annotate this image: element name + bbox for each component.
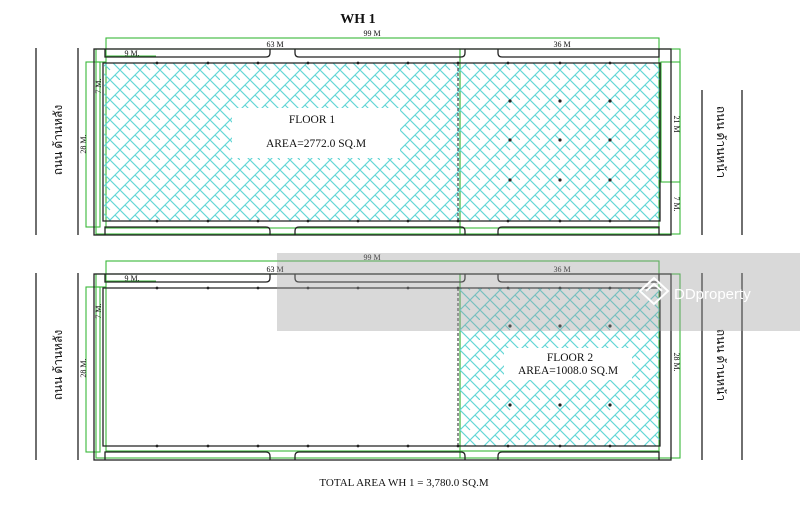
floor-1-plan: FLOOR 1 AREA=2772.0 SQ.M 99 M 63 M 36 M …	[79, 29, 681, 236]
floor-2-plan: FLOOR 2 AREA=1008.0 SQ.M 99 M 63 M 36 M …	[79, 253, 681, 461]
road-label-front-2: ถนน ด้านหน้า	[714, 329, 728, 401]
dim-right-depth-1: 21 M	[672, 115, 681, 132]
dim-left-width-1: 63 M	[266, 40, 283, 49]
dim-corner-1: 7 M.	[94, 78, 103, 93]
dim-depth-2: 28 M.	[79, 358, 88, 377]
dim-left-width-2: 63 M	[266, 265, 283, 274]
dim-total-width-2: 99 M	[363, 253, 380, 262]
floor-1-label-box	[232, 108, 400, 158]
plan-title: WH 1	[340, 12, 375, 27]
road-label-back-2: ถนน ด้านหลัง	[51, 330, 65, 401]
dim-right-corner-1: 7 M.	[672, 196, 681, 211]
floor-1-area-text: AREA=2772.0 SQ.M	[266, 138, 366, 150]
dim-bay-1: 9 M.	[124, 49, 139, 58]
walls-floor-1	[93, 48, 672, 236]
total-area: TOTAL AREA WH 1 = 3,780.0 SQ.M	[319, 477, 488, 489]
road-lines	[35, 48, 743, 460]
dim-bay-2: 9 M.	[124, 274, 139, 283]
dim-total-width-1: 99 M	[363, 29, 380, 38]
floor-2-area-text: AREA=1008.0 SQ.M	[518, 365, 618, 377]
floor-1-name: FLOOR 1	[289, 114, 336, 126]
ddproperty-logo-icon	[638, 276, 670, 306]
dim-right-depth-2: 28 M.	[672, 352, 681, 371]
dim-right-width-2: 36 M	[553, 265, 570, 274]
watermark-text: DDproperty	[674, 286, 751, 303]
dim-corner-2: 7 M.	[94, 303, 103, 318]
road-label-back-1: ถนน ด้านหลัง	[51, 105, 65, 176]
floor-2-name: FLOOR 2	[547, 352, 594, 364]
watermark: DDproperty	[277, 253, 800, 331]
floor-2-label-box	[504, 348, 632, 380]
walls-floor-2	[93, 273, 672, 461]
dim-depth-1: 28 M.	[79, 134, 88, 153]
dim-right-width-1: 36 M	[553, 40, 570, 49]
road-label-front-1: ถนน ด้านหน้า	[714, 106, 728, 178]
columns-floor-1	[155, 61, 612, 223]
